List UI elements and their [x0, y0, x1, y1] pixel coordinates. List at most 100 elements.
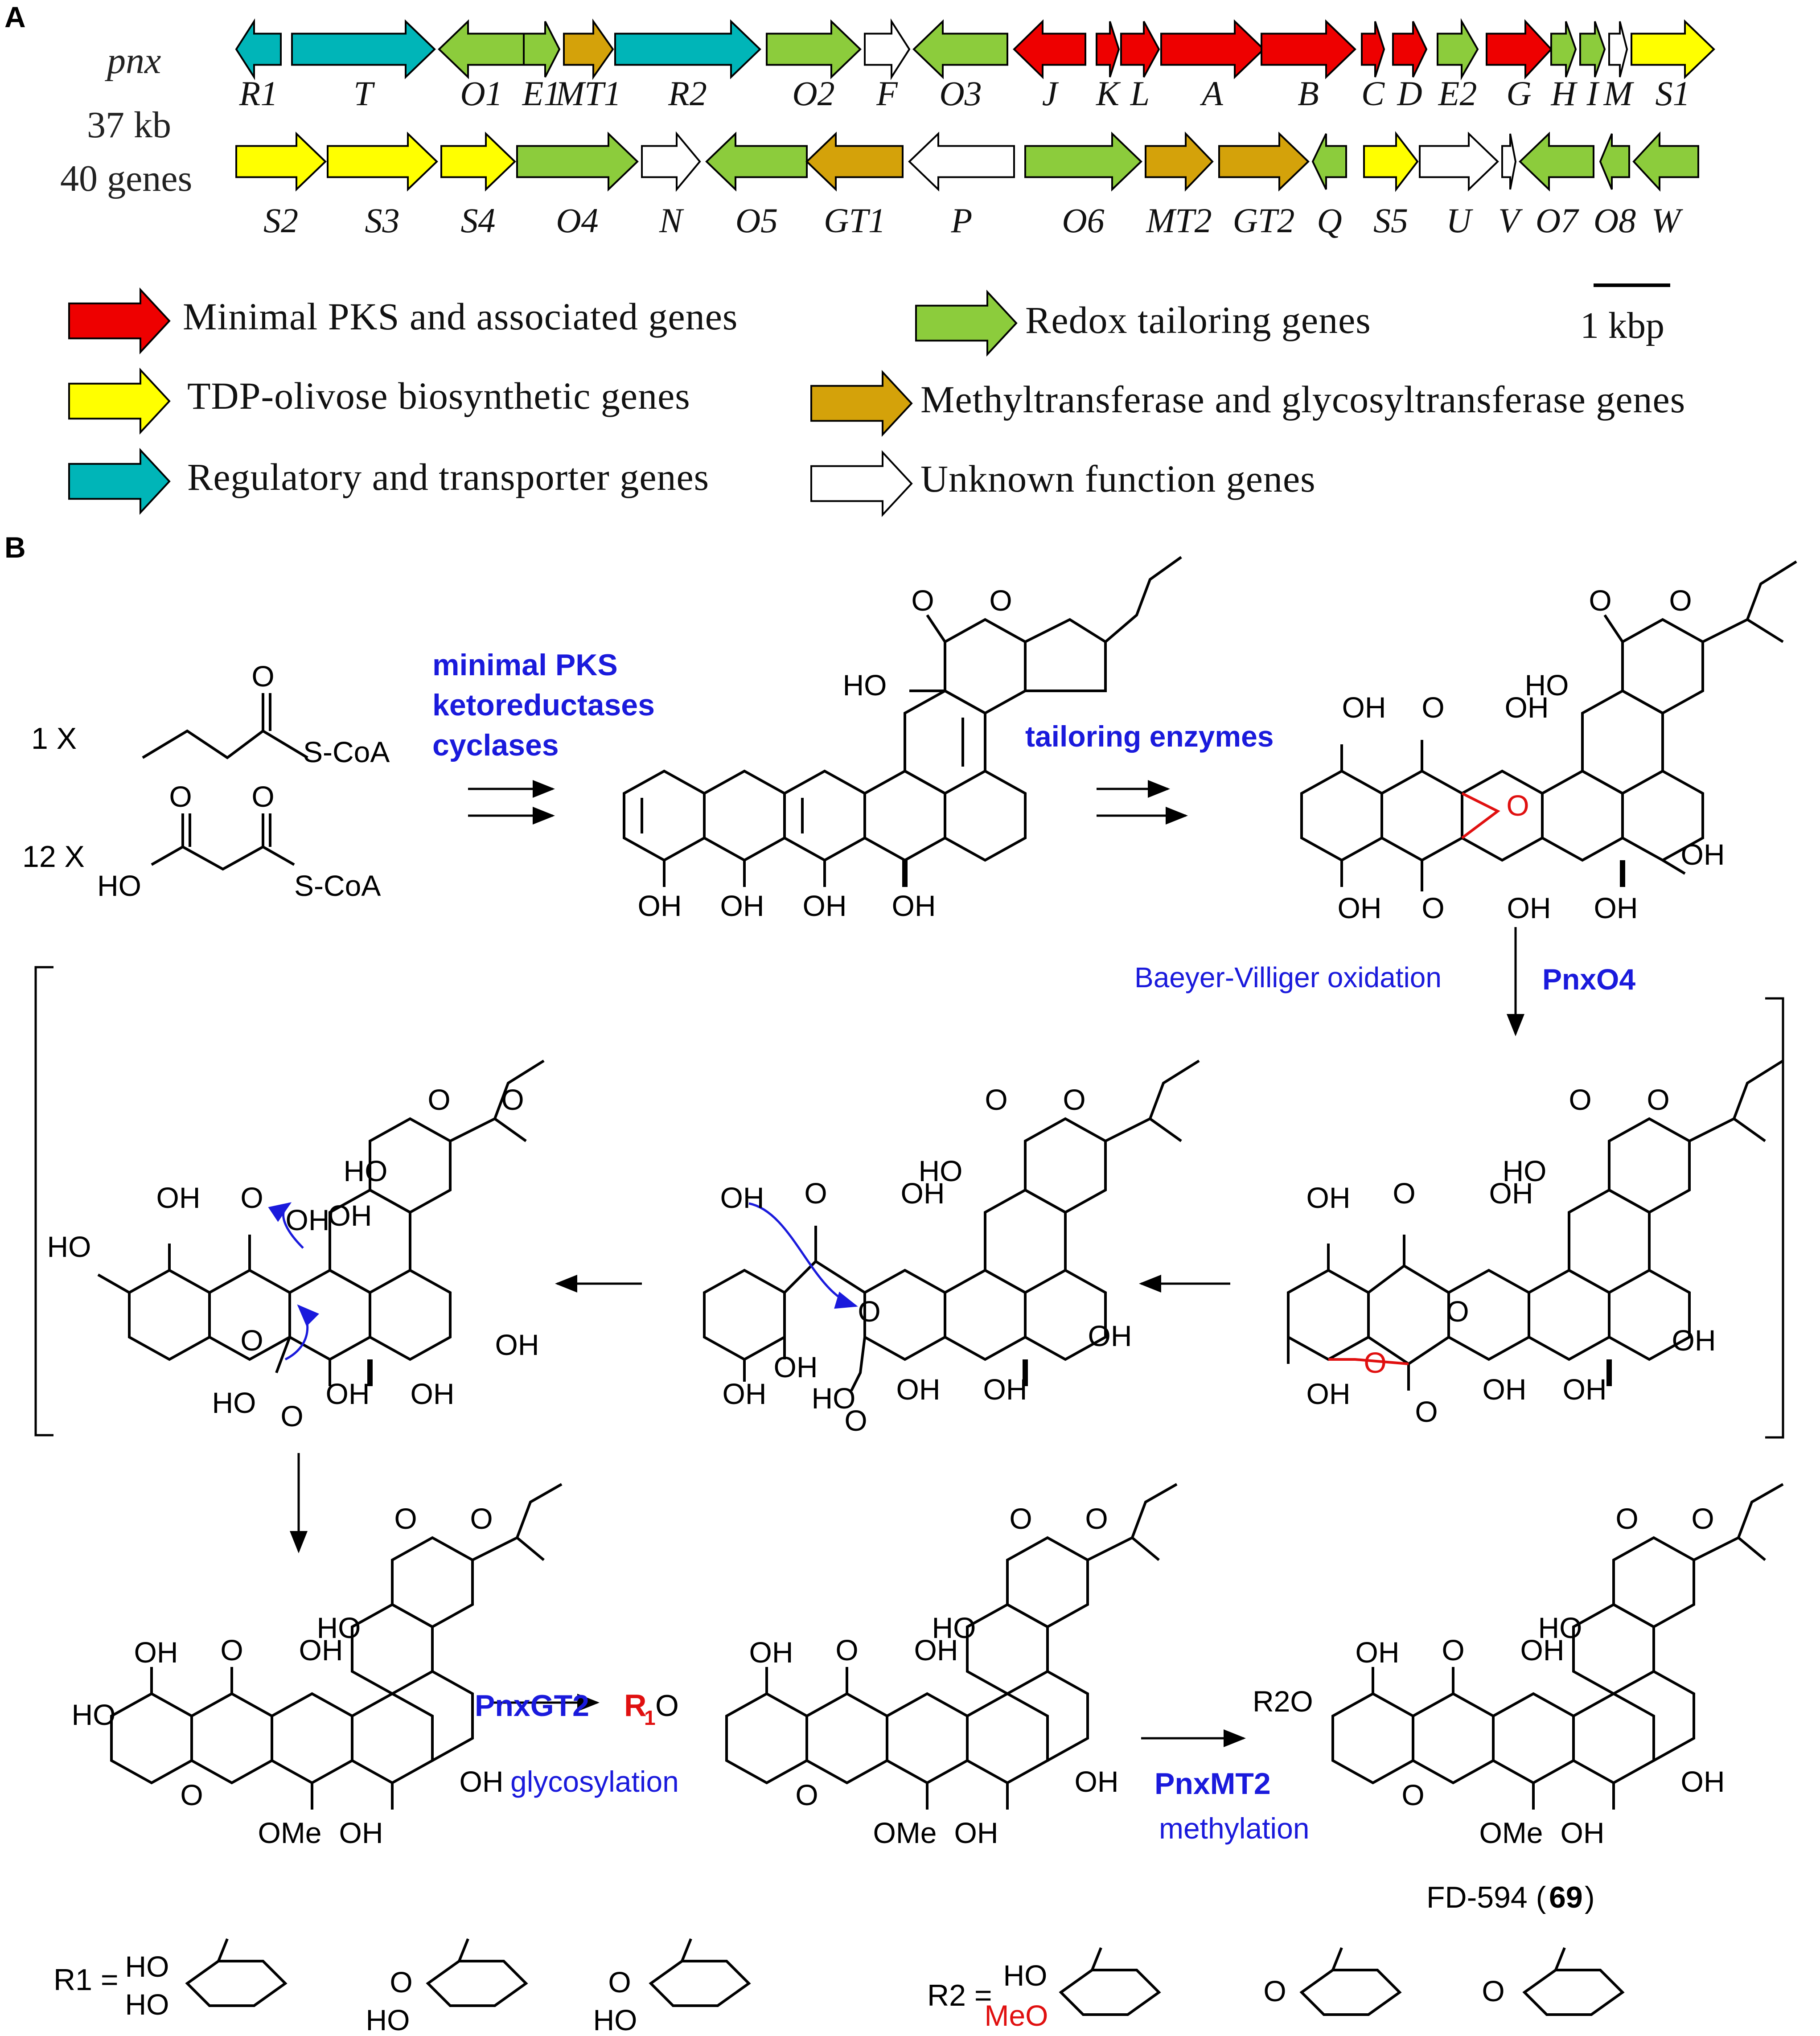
- svg-text:O: O: [1482, 1974, 1504, 2007]
- xanthone-precursor: [97, 1059, 545, 1386]
- gene-arrow-k: [1096, 21, 1120, 78]
- svg-text:O: O: [394, 1502, 417, 1535]
- svg-text:OH: OH: [901, 1177, 945, 1210]
- svg-text:OMe: OMe: [873, 1816, 937, 1849]
- svg-text:HO: HO: [366, 2003, 410, 2036]
- gene-arrow-o6: [1024, 131, 1142, 192]
- svg-text:OH: OH: [774, 1350, 818, 1383]
- mechanism-arrow-left-2: [284, 1304, 319, 1361]
- step4-enzyme: PnxGT2: [475, 1689, 589, 1723]
- scale-label: 1 kbp: [1580, 305, 1664, 346]
- svg-text:OH: OH: [1342, 691, 1386, 724]
- cluster-name: pnx: [107, 40, 161, 82]
- svg-text:OH: OH: [1075, 1765, 1119, 1798]
- svg-text:O: O: [1669, 584, 1692, 617]
- gene-arrow-q: [1311, 133, 1347, 190]
- gene-label-l: L: [1130, 74, 1150, 113]
- svg-text:OH: OH: [983, 1373, 1027, 1406]
- malonyl-ho: HO: [97, 869, 141, 902]
- svg-text:OH: OH: [896, 1373, 941, 1406]
- svg-text:O: O: [390, 1966, 412, 1999]
- gene-arrow-r1: [235, 18, 282, 80]
- gene-label-a: A: [1202, 74, 1223, 113]
- svg-text:O: O: [280, 1400, 303, 1433]
- gene-arrow-m: [1608, 21, 1628, 78]
- gene-label-o1: O1: [460, 74, 503, 113]
- butyryl-scoa: S-CoA: [303, 735, 390, 768]
- gene-arrow-g: [1486, 19, 1553, 80]
- gene-arrow-gt2: [1218, 131, 1310, 192]
- svg-text:HO: HO: [212, 1386, 256, 1419]
- gene-arrow-p: [908, 131, 1015, 192]
- svg-text:O: O: [240, 1324, 263, 1357]
- svg-text:OH: OH: [723, 1377, 767, 1410]
- gene-label-n: N: [659, 201, 683, 240]
- svg-text:O: O: [804, 1177, 827, 1210]
- svg-text:O: O: [835, 1634, 858, 1667]
- gene-label-mt1: MT1: [555, 74, 621, 113]
- svg-text:OH: OH: [1563, 1373, 1607, 1406]
- gene-label-e1: E1: [522, 74, 561, 113]
- gene-label-p: P: [951, 201, 973, 240]
- svg-text:OH: OH: [411, 1377, 455, 1410]
- epoxide-o-red: O: [1506, 789, 1529, 822]
- gene-arrow-d: [1392, 21, 1428, 78]
- gene-label-b: B: [1298, 74, 1319, 113]
- svg-text:OH: OH: [720, 1181, 764, 1214]
- legend-unknown-text: Unknown function genes: [920, 457, 1316, 500]
- svg-text:O: O: [989, 584, 1012, 617]
- svg-text:O: O: [1393, 1177, 1415, 1210]
- ring-opened-intermediate: [703, 1059, 1200, 1392]
- svg-text:HO: HO: [593, 2003, 637, 2036]
- step1-line2: ketoreductases: [432, 688, 655, 722]
- svg-text:OH: OH: [1306, 1181, 1351, 1214]
- svg-text:OH: OH: [339, 1816, 383, 1849]
- lactone-o-red: O: [1364, 1346, 1386, 1379]
- svg-text:O: O: [1446, 1295, 1469, 1328]
- svg-text:OH: OH: [1672, 1324, 1716, 1357]
- gene-arrow-s2: [235, 131, 327, 192]
- svg-text:HO: HO: [1538, 1611, 1582, 1644]
- svg-text:OH: OH: [803, 889, 847, 922]
- gene-arrow-c: [1361, 21, 1385, 78]
- legend-redox-text: Redox tailoring genes: [1025, 299, 1371, 341]
- svg-text:O: O: [240, 1181, 263, 1214]
- svg-text:HO: HO: [317, 1611, 361, 1644]
- svg-text:O: O: [858, 1295, 880, 1328]
- svg-text:OH: OH: [638, 889, 682, 922]
- gene-label-r2: R2: [668, 74, 707, 113]
- legend-arrow-redox: [915, 289, 1018, 357]
- gene-arrow-h: [1550, 21, 1577, 78]
- svg-text:HO: HO: [125, 1950, 169, 1983]
- multiplier-1: 1 X: [31, 722, 77, 755]
- gene-label-q: Q: [1317, 201, 1342, 240]
- gene-label-w: W: [1652, 201, 1680, 240]
- malonyl-o2: O: [251, 780, 274, 813]
- gene-label-k: K: [1096, 74, 1120, 113]
- gene-label-gt1: GT1: [824, 201, 886, 240]
- olivose-unit: [1299, 1947, 1402, 2016]
- step5-enzyme: PnxMT2: [1154, 1767, 1271, 1801]
- gene-label-s2: S2: [263, 201, 298, 240]
- svg-text:OH: OH: [1505, 691, 1549, 724]
- legend-pks-text: Minimal PKS and associated genes: [183, 295, 738, 338]
- svg-text:O: O: [180, 1778, 203, 1811]
- gene-arrow-i: [1579, 21, 1606, 78]
- olivose-unit: [185, 1938, 288, 2007]
- gene-arrow-a: [1160, 19, 1265, 79]
- gene-arrow-s1: [1631, 19, 1715, 79]
- svg-text:HO: HO: [47, 1230, 91, 1263]
- svg-text:OH: OH: [460, 1765, 504, 1798]
- svg-text:O: O: [1691, 1502, 1714, 1535]
- product-name: FD-594 (: [1426, 1880, 1546, 1914]
- gene-arrow-s3: [327, 131, 438, 192]
- r1-definition: R1 =: [53, 1963, 119, 1997]
- gene-label-o4: O4: [556, 201, 599, 240]
- gene-arrow-o1: [438, 19, 525, 79]
- svg-text:OH: OH: [286, 1203, 330, 1236]
- r1-label: R: [624, 1688, 647, 1723]
- malonyl-scoa: S-CoA: [294, 869, 381, 902]
- gene-arrow-n: [641, 131, 701, 192]
- svg-text:HO: HO: [843, 669, 887, 702]
